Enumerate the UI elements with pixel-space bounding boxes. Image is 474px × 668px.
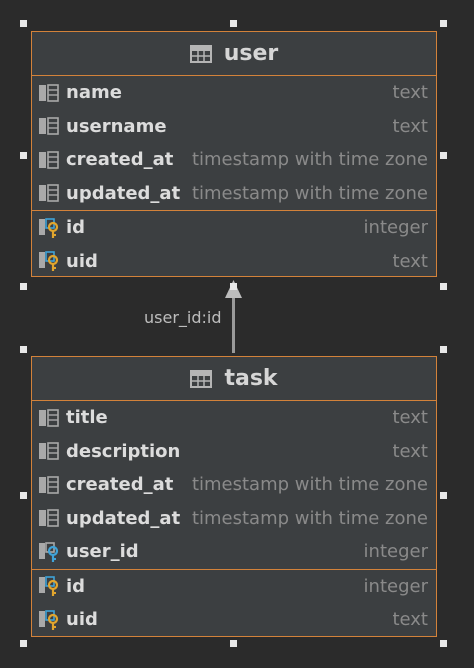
unique-key-column-icon	[39, 609, 59, 630]
entity-task[interactable]: task title text description text created…	[31, 356, 437, 637]
column-name: username	[66, 115, 167, 137]
column-type: text	[392, 609, 428, 631]
column-name: created_at	[66, 474, 174, 496]
key-row[interactable]: id integer	[32, 211, 436, 245]
key-separator	[32, 568, 436, 570]
resize-handle[interactable]	[440, 20, 447, 27]
column-type: integer	[363, 575, 428, 597]
column-row[interactable]: created_at timestamp with time zone	[32, 143, 436, 177]
column-row[interactable]: created_at timestamp with time zone	[32, 468, 436, 502]
column-type: integer	[363, 217, 428, 239]
entity-title: task	[224, 366, 278, 391]
foreign-key-column-icon	[39, 541, 59, 562]
key-list: id integer uid text	[32, 211, 436, 278]
table-icon	[189, 44, 212, 63]
primary-key-column-icon	[39, 576, 59, 597]
column-type: text	[392, 115, 428, 137]
primary-key-column-icon	[39, 217, 59, 238]
column-name: name	[66, 82, 122, 104]
column-icon	[39, 509, 59, 528]
relation-line[interactable]	[232, 283, 235, 353]
column-row[interactable]: updated_at timestamp with time zone	[32, 502, 436, 536]
column-type: text	[392, 407, 428, 429]
key-row[interactable]: uid text	[32, 245, 436, 279]
column-name: updated_at	[66, 507, 181, 529]
resize-handle[interactable]	[440, 283, 447, 290]
column-name: user_id	[66, 541, 139, 563]
column-row[interactable]: description text	[32, 435, 436, 469]
column-name: title	[66, 407, 108, 429]
resize-handle[interactable]	[230, 640, 237, 647]
column-row[interactable]: name text	[32, 76, 436, 110]
column-name: uid	[66, 609, 98, 631]
table-icon	[190, 369, 213, 388]
resize-handle[interactable]	[20, 492, 27, 499]
column-name: created_at	[66, 149, 174, 171]
resize-handle[interactable]	[20, 283, 27, 290]
entity-header: task	[32, 357, 436, 401]
key-row[interactable]: uid text	[32, 603, 436, 637]
column-row[interactable]: title text	[32, 401, 436, 435]
column-name: id	[66, 575, 86, 597]
column-row[interactable]: updated_at timestamp with time zone	[32, 177, 436, 211]
column-name: description	[66, 440, 181, 462]
column-type: timestamp with time zone	[191, 149, 428, 171]
column-list: title text description text created_at t…	[32, 401, 436, 569]
column-type: timestamp with time zone	[191, 507, 428, 529]
resize-handle[interactable]	[440, 640, 447, 647]
column-icon	[39, 184, 59, 203]
resize-handle[interactable]	[440, 346, 447, 353]
relation-label: user_id:id	[144, 308, 222, 327]
resize-handle[interactable]	[20, 640, 27, 647]
column-type: text	[392, 82, 428, 104]
resize-handle[interactable]	[440, 152, 447, 159]
column-type: text	[392, 250, 428, 272]
unique-key-column-icon	[39, 251, 59, 272]
resize-handle[interactable]	[20, 20, 27, 27]
column-icon	[39, 150, 59, 169]
key-row[interactable]: id integer	[32, 570, 436, 604]
key-list: id integer uid text	[32, 570, 436, 637]
column-type: integer	[363, 541, 428, 563]
entity-header: user	[32, 32, 436, 76]
resize-handle[interactable]	[440, 492, 447, 499]
resize-handle[interactable]	[20, 152, 27, 159]
resize-handle[interactable]	[230, 283, 237, 290]
column-list: name text username text created_at times…	[32, 76, 436, 210]
column-row[interactable]: username text	[32, 110, 436, 144]
column-name: id	[66, 217, 86, 239]
column-icon	[39, 408, 59, 427]
key-separator	[32, 210, 436, 211]
resize-handle[interactable]	[20, 346, 27, 353]
column-icon	[39, 83, 59, 102]
column-icon	[39, 442, 59, 461]
entity-user[interactable]: user name text username text created_at …	[31, 31, 437, 277]
column-name: uid	[66, 250, 98, 272]
resize-handle[interactable]	[230, 20, 237, 27]
column-icon	[39, 475, 59, 494]
column-row[interactable]: user_id integer	[32, 535, 436, 569]
column-icon	[39, 117, 59, 136]
column-type: timestamp with time zone	[191, 182, 428, 204]
entity-title: user	[223, 41, 279, 66]
column-type: text	[392, 440, 428, 462]
column-type: timestamp with time zone	[191, 474, 428, 496]
column-name: updated_at	[66, 182, 181, 204]
